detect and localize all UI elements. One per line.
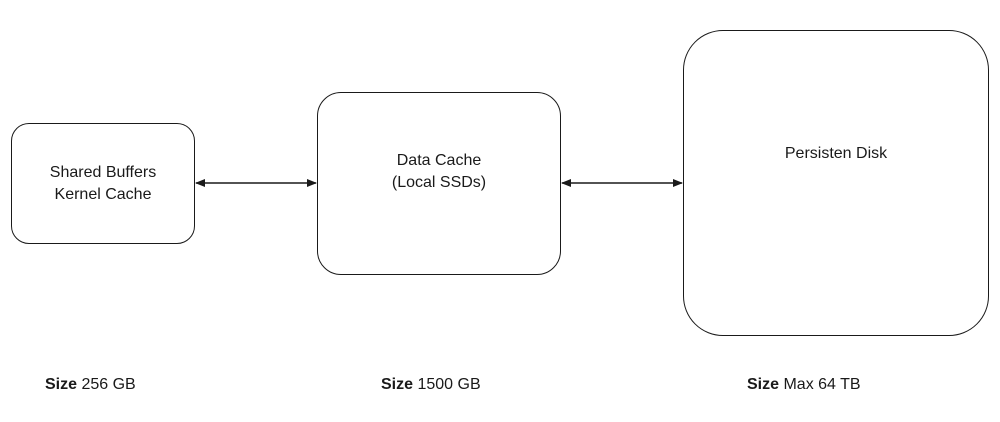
node-data-cache-label: Data Cache (Local SSDs) xyxy=(391,151,487,191)
size-label-shared-buffers: Size 256 GB xyxy=(45,374,136,396)
size-value: 1500 GB xyxy=(417,376,481,393)
node-shared-buffers: Shared Buffers Kernel Cache xyxy=(11,123,195,244)
size-key: Size xyxy=(45,376,78,393)
node-persistent-disk-label: Persisten Disk xyxy=(784,145,888,162)
size-key: Size xyxy=(381,376,414,393)
size-value: Max 64 TB xyxy=(783,376,861,393)
node-persistent-disk: Persisten Disk xyxy=(683,30,989,336)
size-value: 256 GB xyxy=(81,376,136,393)
size-label-data-cache: Size 1500 GB xyxy=(381,374,481,396)
node-shared-buffers-label: Shared Buffers Kernel Cache xyxy=(49,163,157,203)
size-key: Size xyxy=(747,376,780,393)
node-data-cache: Data Cache (Local SSDs) xyxy=(317,92,561,275)
size-label-persistent-disk: Size Max 64 TB xyxy=(747,374,861,396)
